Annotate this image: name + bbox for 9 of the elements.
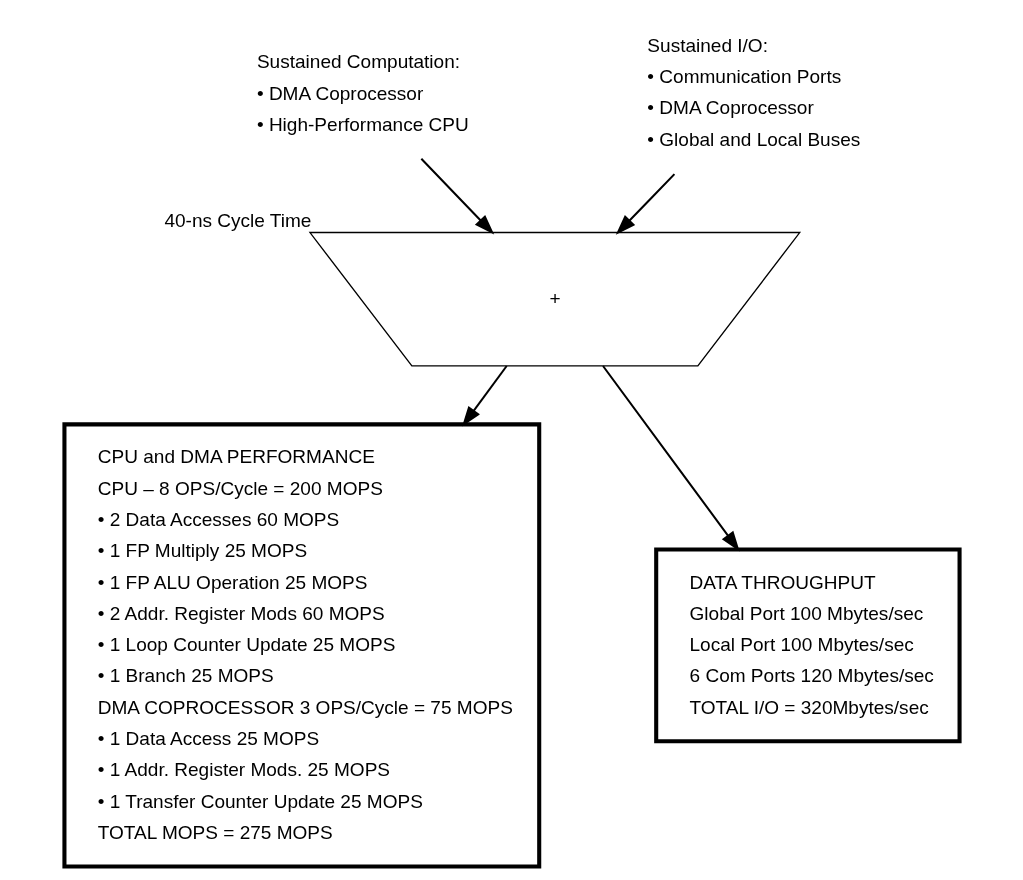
node-text: Sustained Computation: • DMA Coprocessor • High-Performance CPU <box>256 51 469 135</box>
arrow <box>461 365 507 427</box>
node-label: 40-ns Cycle Time <box>163 210 311 232</box>
arrow <box>601 365 740 552</box>
arrow <box>615 173 675 235</box>
node-box: CPU and DMA PERFORMANCE CPU – 8 OPS/Cycle = 200 MOPS • 2 Data Accesses 60 MOPS • 1 FP Multiply 25 MOPS • 1 FP ALU Operation 25 MOPS • 2 Addr. Register Mods 60 MOPS • 1 Loop Counter Update 25 MOPS • 1 Branch 25 MOPS DMA COPROCESSOR 3 OPS/Cycle = 75 MOPS • 1 Data Access 25 MOPS • 1 Addr. Register Mods. 25 MOPS • 1 Transfer Counter Update 25 MOPS TOTAL MOPS = 275 MOPS <box>61 422 541 869</box>
arrow <box>420 158 494 235</box>
node-box: DATA THROUGHPUT Global Port 100 Mbytes/sec Local Port 100 Mbytes/sec 6 Com Ports 120 Mbytes/sec TOTAL I/O = 320Mbytes/sec <box>653 547 962 744</box>
node-text: Sustained I/O: • Communication Ports • DMA Coprocessor • Global and Local Buses <box>646 34 860 150</box>
